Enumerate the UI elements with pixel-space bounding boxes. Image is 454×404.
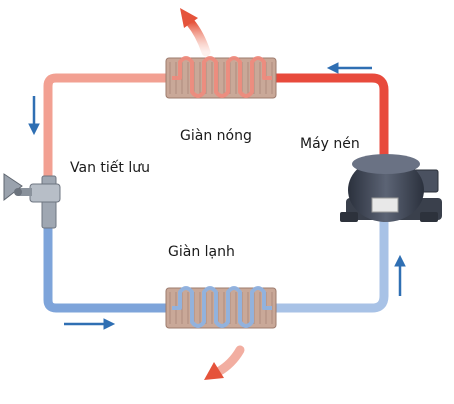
evaporator-label: Giàn lạnh bbox=[168, 244, 235, 260]
expansion-valve-label: Van tiết lưu bbox=[70, 160, 150, 176]
condenser-coil-icon bbox=[165, 56, 277, 99]
compressor-icon bbox=[340, 154, 442, 222]
heat-flow-arrow-icon bbox=[180, 8, 211, 57]
cold-pipe-loop bbox=[43, 211, 389, 313]
expansion-valve-icon bbox=[3, 173, 61, 229]
evaporator-coil-icon bbox=[165, 286, 277, 329]
flow-arrow-icon bbox=[28, 62, 406, 330]
compressor-label: Máy nén bbox=[300, 136, 360, 152]
hot-pipe-loop bbox=[43, 73, 389, 181]
heat-flow-arrow-bottom-icon bbox=[204, 345, 245, 380]
condenser-label: Giàn nóng bbox=[180, 128, 252, 144]
